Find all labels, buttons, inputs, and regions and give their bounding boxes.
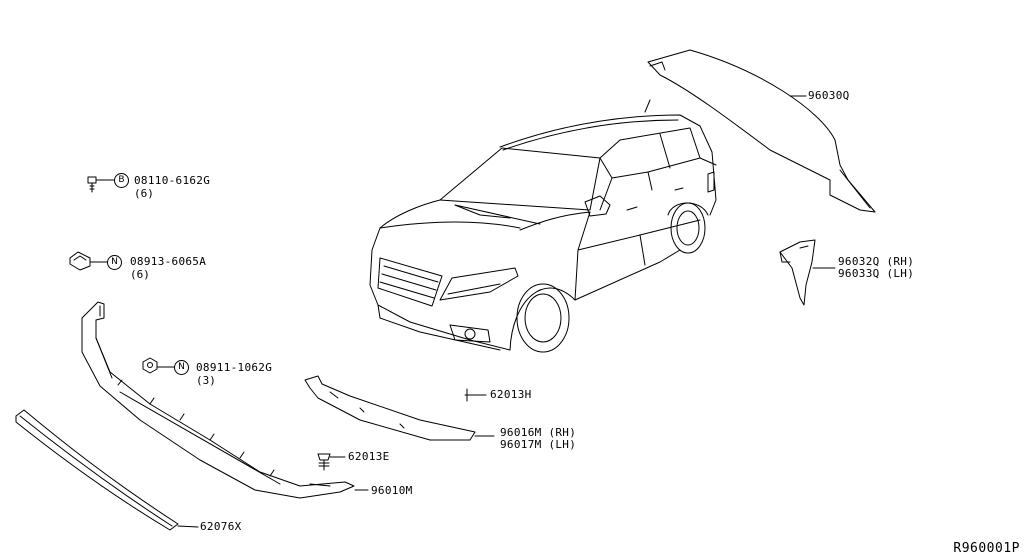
part-spoiler-rear (648, 50, 875, 212)
label-finisher-rh: 96032Q (RH) (838, 255, 915, 268)
label-clip-h: 62013H (490, 388, 532, 401)
label-bolt: 08110-6162G (134, 174, 211, 187)
reference-code: R960001P (953, 541, 1020, 556)
part-clip-e (318, 454, 345, 470)
part-finisher (780, 240, 835, 305)
label-deflector-rh: 96016M (RH) (500, 426, 577, 439)
part-front-spoiler (82, 302, 368, 498)
label-front-spoiler: 96010M (371, 484, 413, 497)
label-clip-e: 62013E (348, 450, 390, 463)
nut2-prefix-badge: N (174, 360, 189, 375)
label-nut-2: 08911-1062G (196, 361, 273, 374)
bolt-prefix-badge: B (114, 173, 129, 188)
label-bolt-qty: (6) (134, 187, 154, 200)
part-front-strip (16, 410, 198, 530)
vehicle-illustration (370, 100, 716, 352)
part-clip-h (465, 389, 486, 401)
label-spoiler-rear: 96030Q (808, 89, 850, 102)
part-nut-2 (143, 358, 174, 373)
label-nut-2-qty: (3) (196, 374, 216, 387)
part-nut-1 (70, 252, 107, 270)
label-finisher-lh: 96033Q (LH) (838, 267, 915, 280)
label-nut-1: 08913-6065A (130, 255, 207, 268)
nut1-prefix-badge: N (107, 255, 122, 270)
part-deflector (305, 376, 494, 440)
label-nut-1-qty: (6) (130, 268, 150, 281)
label-front-strip: 62076X (200, 520, 242, 533)
part-bolt (88, 177, 114, 192)
label-deflector-lh: 96017M (LH) (500, 438, 577, 451)
